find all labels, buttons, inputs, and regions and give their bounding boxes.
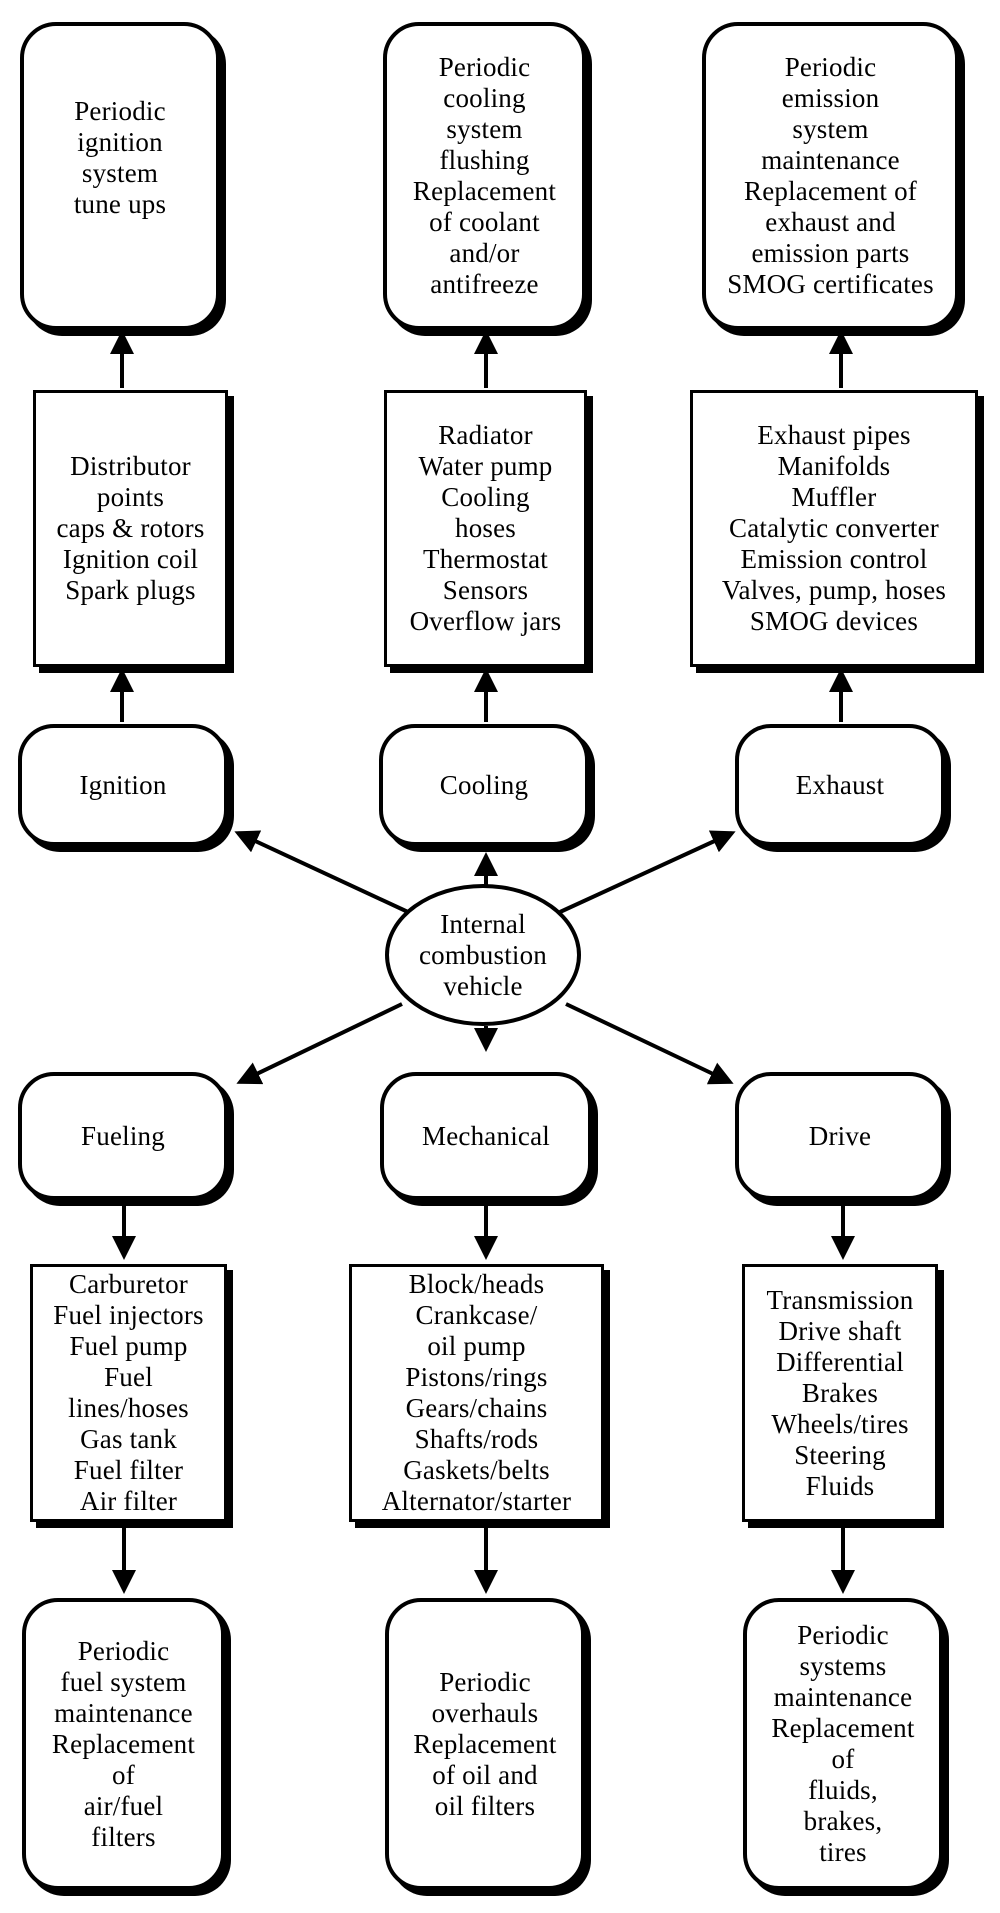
cooling-components-box: Radiator Water pump Cooling hoses Thermo… [384,390,587,667]
mechanical-maintenance-text: Periodic overhauls Replacement of oil an… [413,1666,557,1821]
exhaust-maintenance-text: Periodic emission system maintenance Rep… [727,52,934,299]
fueling-category-box: Fueling [18,1072,228,1200]
drive-category-label: Drive [808,1120,872,1151]
ignition-maintenance-box: Periodic ignition system tune ups [20,22,220,330]
ignition-components-box: Distributor points caps & rotors Ignitio… [33,390,228,667]
drive-components-box: Transmission Drive shaft Differential Br… [742,1264,938,1522]
center-node: Internal combustion vehicle [385,884,581,1026]
exhaust-components-text: Exhaust pipes Manifolds Muffler Catalyti… [721,420,947,636]
cooling-components-text: Radiator Water pump Cooling hoses Thermo… [409,420,562,636]
mechanical-components-box: Block/heads Crankcase/ oil pump Pistons/… [349,1264,604,1522]
fueling-category-label: Fueling [81,1120,165,1151]
drive-components-text: Transmission Drive shaft Differential Br… [766,1284,914,1501]
cooling-category-box: Cooling [379,724,589,846]
cooling-maintenance-text: Periodic cooling system flushing Replace… [412,52,557,299]
cooling-category-label: Cooling [439,769,529,800]
mechanical-category-box: Mechanical [380,1072,592,1200]
fueling-maintenance-box: Periodic fuel system maintenance Replace… [22,1598,225,1890]
mechanical-components-text: Block/heads Crankcase/ oil pump Pistons/… [381,1269,572,1516]
arrow-center-to-ignition [234,830,409,914]
arrow-center-to-exhaust [559,830,736,914]
ignition-maintenance-text: Periodic ignition system tune ups [73,96,167,219]
drive-maintenance-box: Periodic systems maintenance Replacement… [743,1598,943,1890]
drive-maintenance-text: Periodic systems maintenance Replacement… [771,1620,915,1867]
drive-category-box: Drive [735,1072,945,1200]
ignition-category-label: Ignition [79,769,167,800]
exhaust-components-box: Exhaust pipes Manifolds Muffler Catalyti… [690,390,978,667]
mechanical-category-label: Mechanical [422,1120,550,1151]
exhaust-category-box: Exhaust [735,724,945,846]
cooling-maintenance-box: Periodic cooling system flushing Replace… [383,22,586,330]
exhaust-category-label: Exhaust [795,769,885,800]
center-label: Internal combustion vehicle [419,908,547,1001]
fueling-components-text: Carburetor Fuel injectors Fuel pump Fuel… [53,1269,204,1516]
fueling-components-box: Carburetor Fuel injectors Fuel pump Fuel… [30,1264,227,1522]
ignition-components-text: Distributor points caps & rotors Ignitio… [56,451,205,605]
arrow-center-to-fueling [236,1002,403,1085]
mechanical-maintenance-box: Periodic overhauls Replacement of oil an… [385,1598,585,1890]
fueling-maintenance-text: Periodic fuel system maintenance Replace… [51,1635,196,1852]
arrow-center-to-drive [565,1002,734,1085]
ignition-category-box: Ignition [18,724,228,846]
exhaust-maintenance-box: Periodic emission system maintenance Rep… [702,22,959,330]
